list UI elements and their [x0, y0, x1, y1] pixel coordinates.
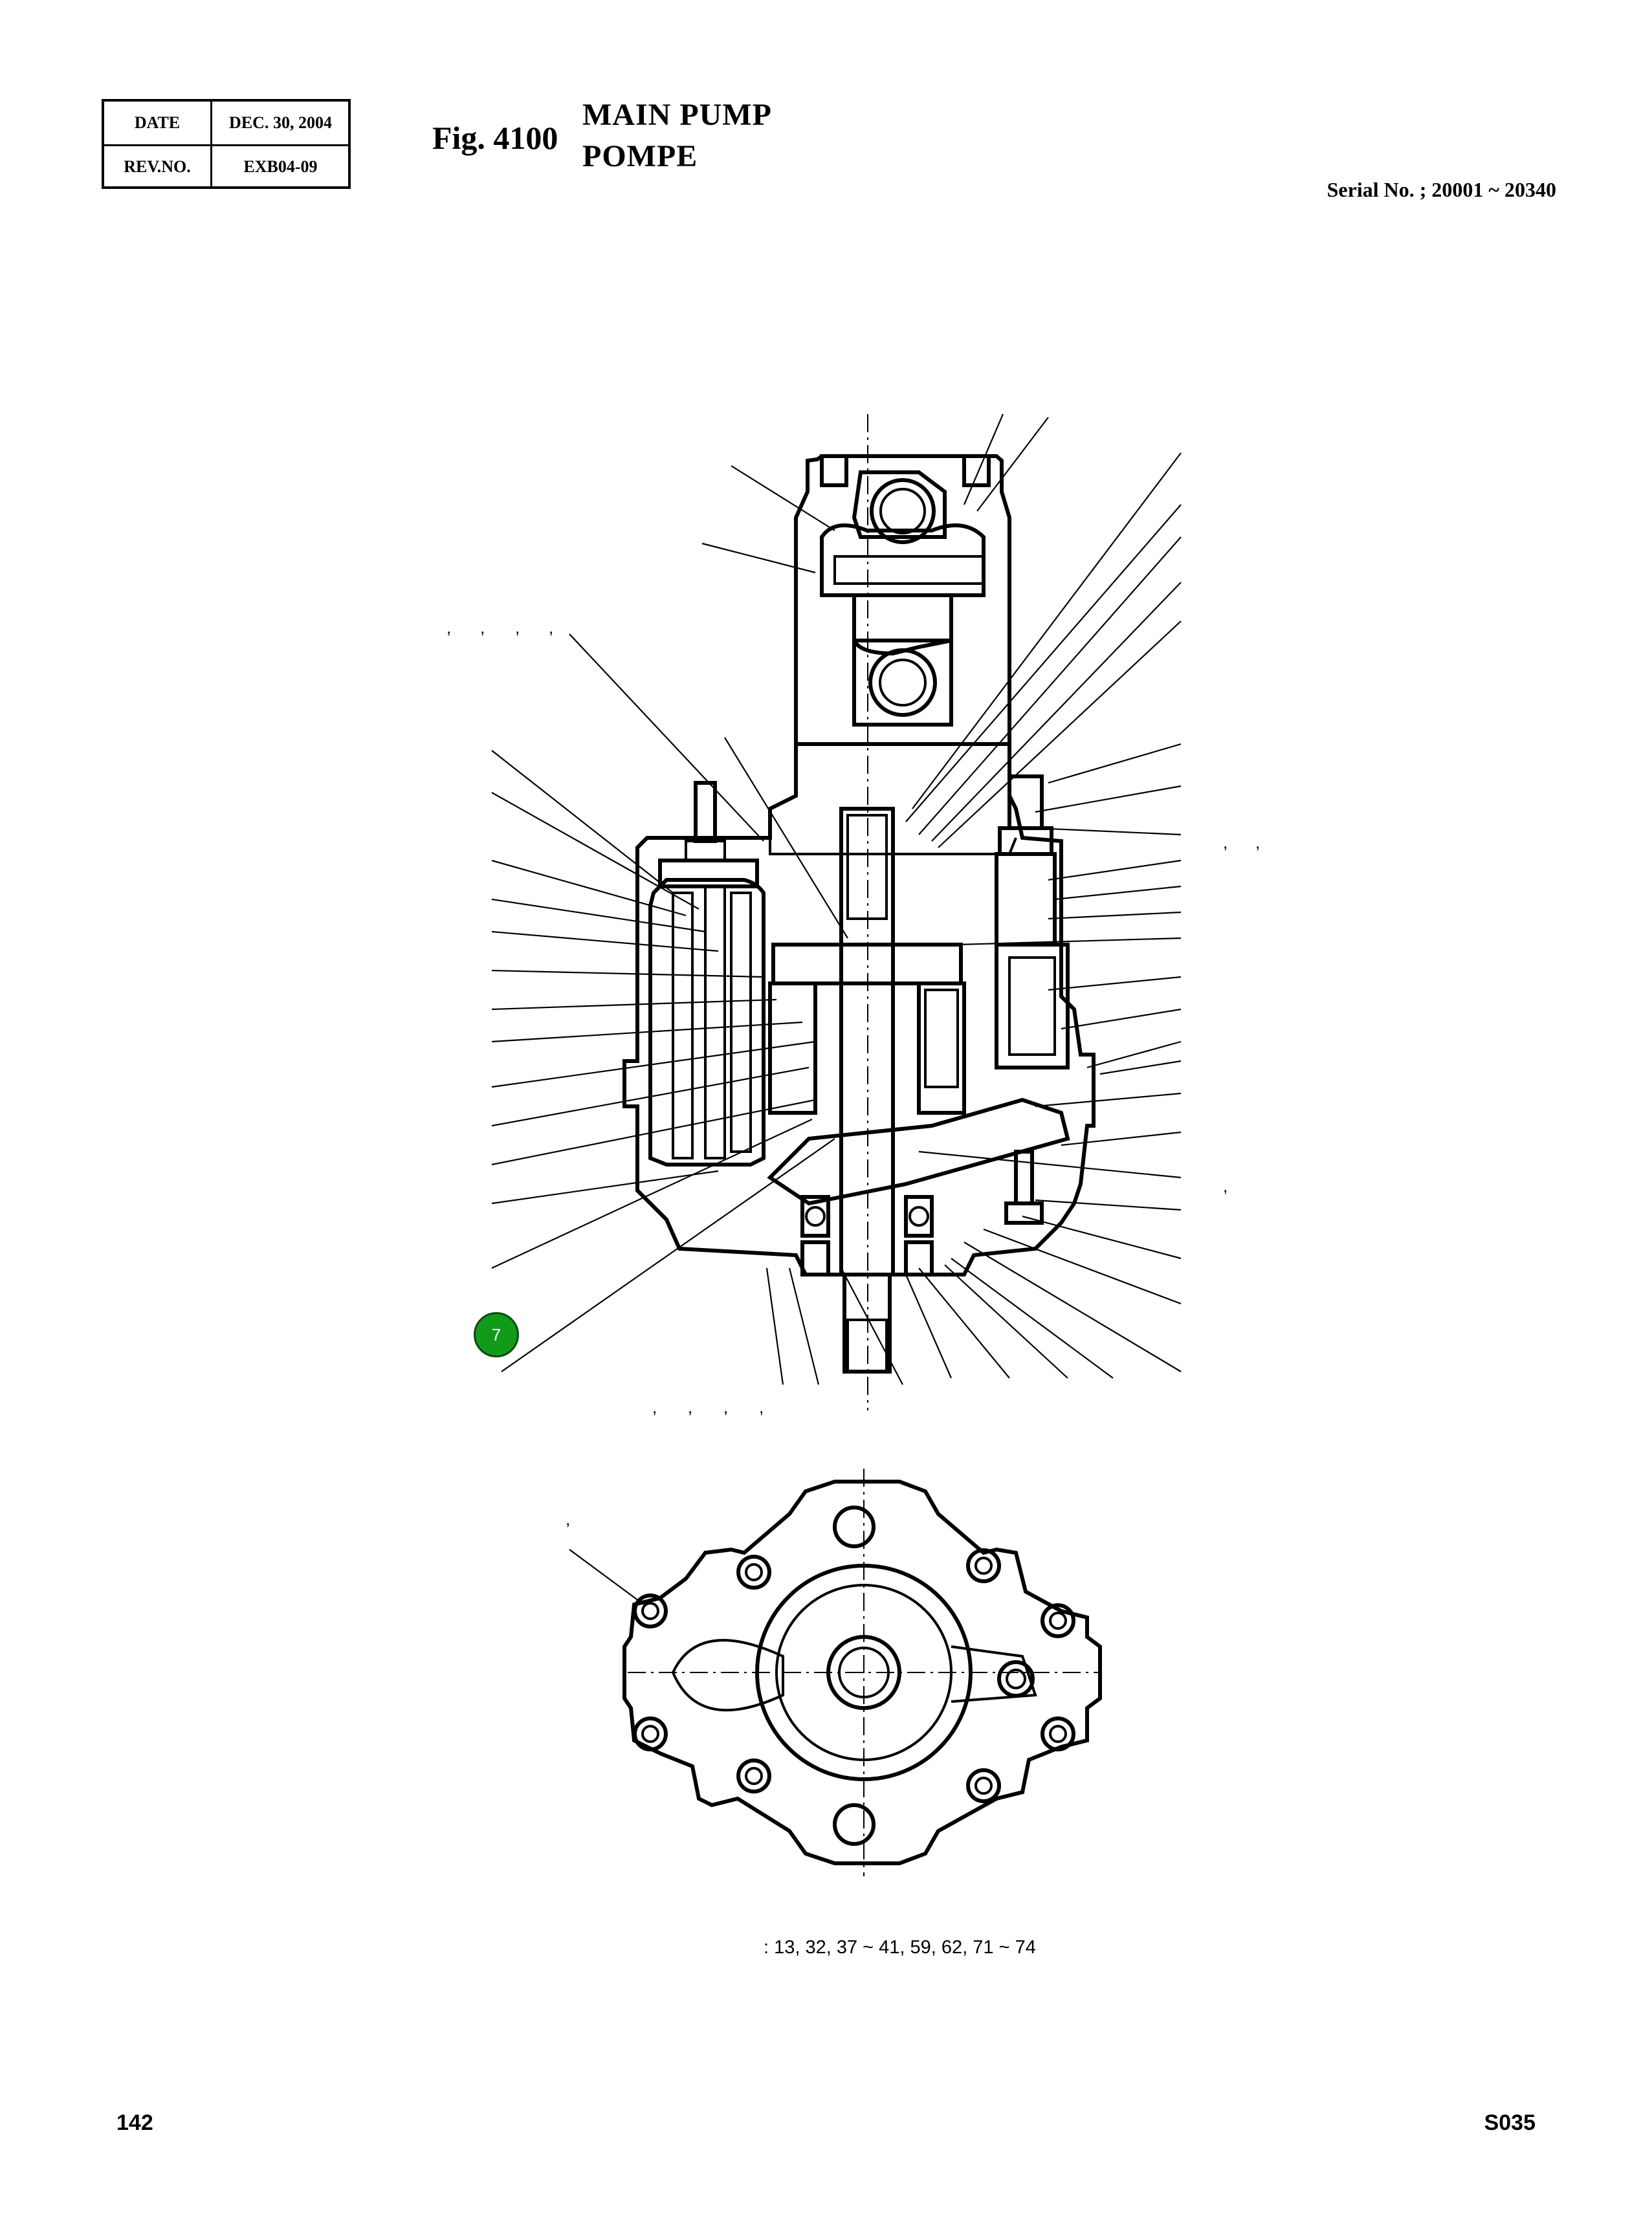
- leader-lines-left: [491, 465, 903, 1385]
- comma-mark: ,: [1223, 833, 1228, 852]
- leader-lines-right: [905, 413, 1182, 1379]
- pump-body: [622, 744, 1096, 1374]
- comma-mark: ,: [1223, 1176, 1228, 1196]
- serial-range: Serial No. ; 20001 ~ 20340: [1327, 178, 1556, 201]
- page-number: 142: [116, 2110, 153, 2135]
- date-label: DATE: [134, 113, 181, 132]
- pump-head: [794, 454, 1011, 746]
- revision-table: DATE DEC. 30, 2004 REV.NO. EXB04-09: [102, 99, 351, 189]
- table-divider: [104, 144, 348, 146]
- comma-mark: ,: [515, 618, 520, 637]
- callout-badge[interactable]: 7: [474, 1312, 519, 1357]
- rev-label: REV.NO.: [124, 157, 191, 176]
- comma-mark: ,: [688, 1397, 693, 1417]
- comma-mark: ,: [652, 1397, 657, 1417]
- comma-mark: ,: [549, 618, 554, 637]
- figure-number: Fig. 4100: [432, 120, 558, 156]
- comma-mark: ,: [1255, 833, 1261, 852]
- date-value: DEC. 30, 2004: [229, 113, 332, 132]
- figure-title-en: MAIN PUMP: [582, 98, 772, 132]
- rev-value: EXB04-09: [243, 157, 318, 176]
- comma-mark: ,: [480, 618, 485, 637]
- kit-note: : 13, 32, 37 ~ 41, 59, 62, 71 ~ 74: [764, 1937, 1036, 1958]
- pump-end-view: [569, 1469, 1102, 1876]
- comma-mark: ,: [566, 1509, 571, 1529]
- figure-title-fr: POMPE: [582, 139, 698, 173]
- table-divider: [210, 102, 212, 186]
- comma-mark: ,: [446, 618, 452, 637]
- comma-mark: ,: [723, 1397, 729, 1417]
- document-code: S035: [1484, 2110, 1536, 2135]
- comma-mark: ,: [759, 1397, 764, 1417]
